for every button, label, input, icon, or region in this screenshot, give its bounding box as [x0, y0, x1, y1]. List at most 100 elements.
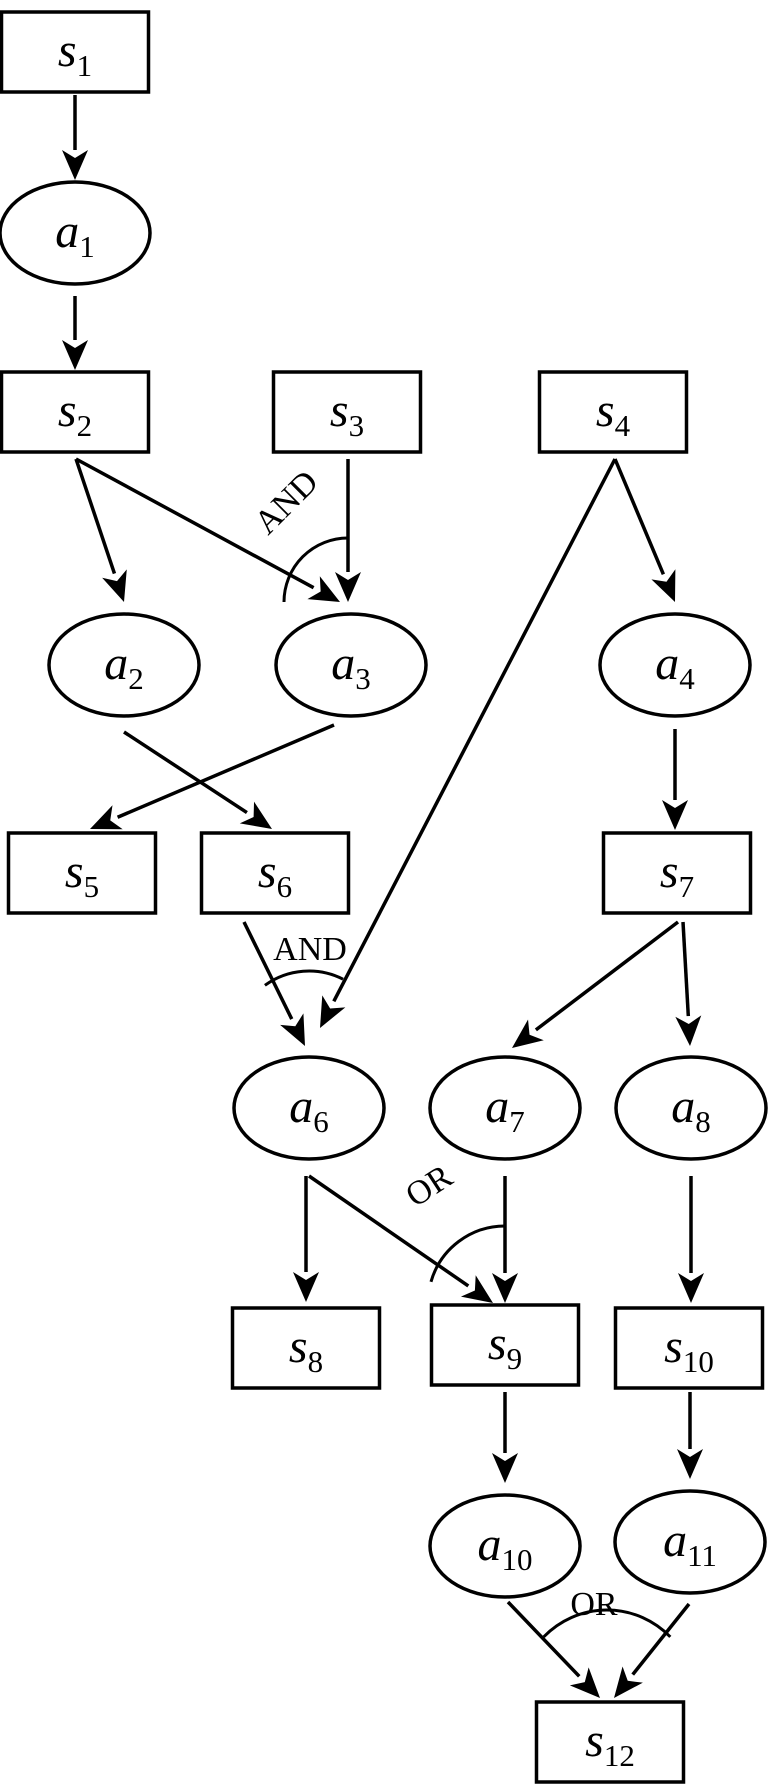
gate-and-a3: AND	[247, 463, 349, 603]
node-subscript: 12	[604, 1738, 635, 1773]
gate-label: OR	[399, 1158, 459, 1215]
arrowhead	[102, 569, 127, 602]
action-ellipse	[47, 612, 201, 718]
arrowhead	[62, 340, 88, 370]
arrowhead	[90, 805, 123, 830]
edge-line	[242, 921, 294, 1020]
node-letter: s	[58, 24, 77, 77]
gate-or-s9: OR	[399, 1158, 506, 1283]
node-label: s5	[65, 845, 99, 904]
node-subscript: 6	[277, 869, 293, 904]
arrowhead	[569, 1667, 600, 1698]
state-box	[230, 1306, 382, 1390]
node-label: a6	[289, 1080, 329, 1139]
arrowhead	[280, 1013, 305, 1046]
node-s1: s1	[0, 10, 151, 94]
edge-line	[123, 730, 248, 815]
node-label: a1	[55, 205, 95, 264]
edge-line	[613, 458, 666, 576]
node-label: a4	[655, 637, 695, 696]
action-ellipse	[0, 180, 152, 286]
arrowhead	[614, 1666, 643, 1698]
edge-a6-s8	[293, 1176, 319, 1302]
edge-a1-s2	[62, 296, 88, 370]
node-letter: s	[664, 1320, 683, 1373]
edge-a3-s5	[90, 723, 335, 830]
arrowhead	[293, 1272, 319, 1302]
node-letter: s	[58, 384, 77, 437]
node-s2: s2	[0, 370, 151, 454]
gate-label: AND	[273, 931, 347, 968]
edge-s4-a4	[613, 458, 676, 602]
state-box	[429, 1303, 581, 1387]
state-box	[199, 831, 351, 915]
state-box	[0, 10, 151, 94]
edge-line	[75, 457, 315, 590]
edge-s7-a8	[675, 921, 702, 1046]
node-letter: a	[663, 1514, 687, 1567]
edge-a10-s12	[506, 1600, 600, 1698]
edge-line	[681, 921, 691, 1017]
node-letter: a	[478, 1518, 502, 1571]
node-letter: s	[330, 384, 349, 437]
edge-a2-s6	[123, 730, 272, 829]
node-s10: s10	[613, 1306, 765, 1390]
gate-arc	[282, 536, 349, 603]
node-a7: a7	[428, 1055, 582, 1161]
edge-a11-s12	[614, 1602, 691, 1698]
node-label: s1	[58, 24, 92, 83]
node-letter: a	[485, 1080, 509, 1133]
edge-s2-a2	[74, 458, 127, 602]
action-ellipse	[232, 1055, 386, 1161]
edge-line	[631, 1602, 691, 1676]
state-box	[534, 1700, 686, 1784]
node-subscript: 1	[77, 48, 93, 83]
state-box	[537, 370, 689, 454]
action-ellipse	[274, 612, 428, 718]
node-label: a8	[671, 1080, 711, 1139]
node-subscript: 9	[507, 1341, 523, 1376]
arrowhead	[492, 1453, 518, 1483]
node-s5: s5	[6, 831, 158, 915]
node-label: s6	[258, 845, 292, 904]
node-a3: a3	[274, 612, 428, 718]
node-subscript: 10	[683, 1344, 714, 1379]
node-letter: s	[258, 845, 277, 898]
node-label: s4	[596, 384, 631, 443]
node-a8: a8	[614, 1055, 768, 1161]
arrowhead	[675, 1015, 702, 1046]
node-letter: a	[289, 1080, 313, 1133]
node-label: a3	[331, 637, 371, 696]
node-letter: s	[585, 1714, 604, 1767]
edge-a7-s9	[492, 1176, 518, 1303]
state-box	[613, 1306, 765, 1390]
arrowhead	[62, 150, 88, 180]
arrowhead	[512, 1019, 544, 1048]
node-subscript: 3	[349, 408, 365, 443]
node-label: a7	[485, 1080, 525, 1139]
node-letter: a	[331, 637, 355, 690]
action-ellipse	[614, 1055, 768, 1161]
edge-s7-a7	[512, 920, 680, 1048]
node-subscript: 5	[84, 869, 100, 904]
edge-line	[116, 723, 335, 819]
edge-a8-s10	[678, 1176, 704, 1303]
node-subscript: 8	[695, 1104, 711, 1139]
node-label: s8	[289, 1320, 323, 1379]
node-subscript: 11	[687, 1538, 717, 1573]
arrowhead	[307, 576, 340, 602]
edge-line	[534, 920, 680, 1032]
edge-line	[74, 458, 117, 575]
edge-a6-s9	[308, 1174, 493, 1303]
action-ellipse	[428, 1493, 582, 1599]
node-subscript: 3	[355, 661, 371, 696]
node-a1: a1	[0, 180, 152, 286]
arrowhead	[678, 1273, 704, 1303]
gate-and-a6: AND	[264, 931, 347, 987]
action-ellipse	[428, 1055, 582, 1161]
node-subscript: 6	[313, 1104, 329, 1139]
gate-label: OR	[570, 1586, 618, 1623]
edge-s9-a10	[492, 1392, 518, 1483]
